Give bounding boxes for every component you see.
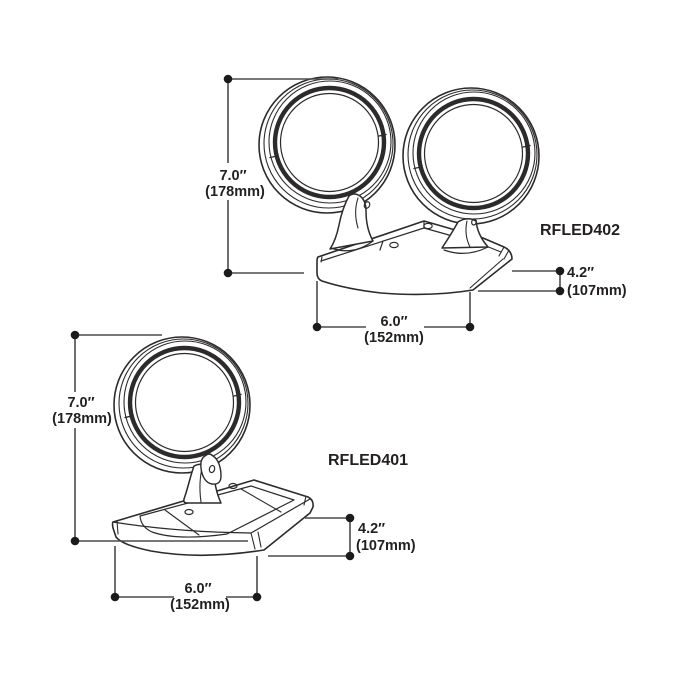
height-dim-line xyxy=(227,78,338,274)
plate-seam xyxy=(164,509,200,536)
pivot-screw xyxy=(363,201,371,209)
base-corner-bevel-left xyxy=(320,256,323,263)
rfled401-base xyxy=(111,479,314,557)
dimension-dots xyxy=(70,330,355,602)
model-label-rfled402: RFLED402 xyxy=(540,222,620,239)
base-screw xyxy=(184,508,194,516)
dim-dot xyxy=(70,536,80,546)
plate-seam xyxy=(240,488,282,513)
stem-fold xyxy=(355,197,359,229)
dimensions-rfled401: 7.0″ (178mm) 6.0″ (152mm) 4.2″ (107mm) R… xyxy=(52,330,416,613)
base-endcap-top xyxy=(250,498,311,534)
stem-fold xyxy=(465,220,471,248)
height-value-mm: (178mm) xyxy=(205,184,265,200)
dimension-dots xyxy=(223,74,565,332)
base-corner-bevel-left xyxy=(116,520,119,535)
rfled402-stem-right xyxy=(441,218,489,254)
fixture-rfled401 xyxy=(111,337,314,557)
height-dim-line xyxy=(74,334,248,542)
dimensions-rfled402: 7.0″ (178mm) 6.0″ (152mm) 4.2″ (107mm) R… xyxy=(205,74,627,346)
base-plate xyxy=(139,485,295,538)
width-value-in: 6.0″ xyxy=(380,314,407,330)
dim-dot xyxy=(223,268,233,278)
lamp-head xyxy=(114,337,250,473)
depth-value-in: 4.2″ xyxy=(358,521,385,537)
dim-dot xyxy=(223,74,233,84)
dim-dot xyxy=(465,322,475,332)
dim-dot xyxy=(110,592,120,602)
pivot-knuckle xyxy=(200,453,222,485)
dim-dot xyxy=(312,322,322,332)
base-screw xyxy=(228,482,238,490)
mount-hump xyxy=(443,246,489,254)
dim-dot xyxy=(252,592,262,602)
base-top-rim xyxy=(112,521,252,534)
base-mid-seam xyxy=(379,240,384,251)
height-value-mm: (178mm) xyxy=(52,411,112,427)
dim-dot xyxy=(555,266,565,276)
width-dim-line xyxy=(114,546,258,598)
dim-dot xyxy=(70,330,80,340)
lamp-head-left xyxy=(259,77,395,213)
height-value-in: 7.0″ xyxy=(219,168,246,184)
mount-hump xyxy=(330,240,374,252)
depth-dim-line xyxy=(268,517,351,557)
rfled402-stem-left xyxy=(329,193,374,252)
base-corner-bevel-front-2 xyxy=(257,531,262,548)
fixture-rfled402 xyxy=(259,77,539,296)
base-corner-bevel-right-2 xyxy=(503,249,510,260)
base-endcap-edge xyxy=(469,258,504,289)
dimension-lines xyxy=(74,334,351,598)
base-corner-bevel-front-1 xyxy=(250,532,256,550)
base-screw xyxy=(423,222,433,230)
pivot-screw xyxy=(471,218,477,226)
width-value-mm: (152mm) xyxy=(364,330,424,346)
base-corner-bevel-right-1 xyxy=(498,246,505,257)
depth-value-mm: (107mm) xyxy=(567,283,627,299)
rfled401-stem xyxy=(183,453,222,504)
base-screw xyxy=(389,241,399,249)
lamp-head-right xyxy=(403,88,539,224)
dim-dot xyxy=(555,286,565,296)
stem-cone xyxy=(329,193,374,250)
width-value-mm: (152mm) xyxy=(170,597,230,613)
model-label-rfled401: RFLED401 xyxy=(328,452,408,469)
width-value-in: 6.0″ xyxy=(184,581,211,597)
stem-cone xyxy=(441,218,489,249)
dim-dot xyxy=(345,551,355,561)
base-corner-bevel-back xyxy=(303,495,307,506)
base-outline xyxy=(111,479,314,557)
depth-value-mm: (107mm) xyxy=(356,538,416,554)
height-value-in: 7.0″ xyxy=(67,395,94,411)
width-dim-line xyxy=(316,281,471,328)
pivot-screw xyxy=(208,464,216,474)
dim-dot xyxy=(345,513,355,523)
depth-value-in: 4.2″ xyxy=(567,265,594,281)
